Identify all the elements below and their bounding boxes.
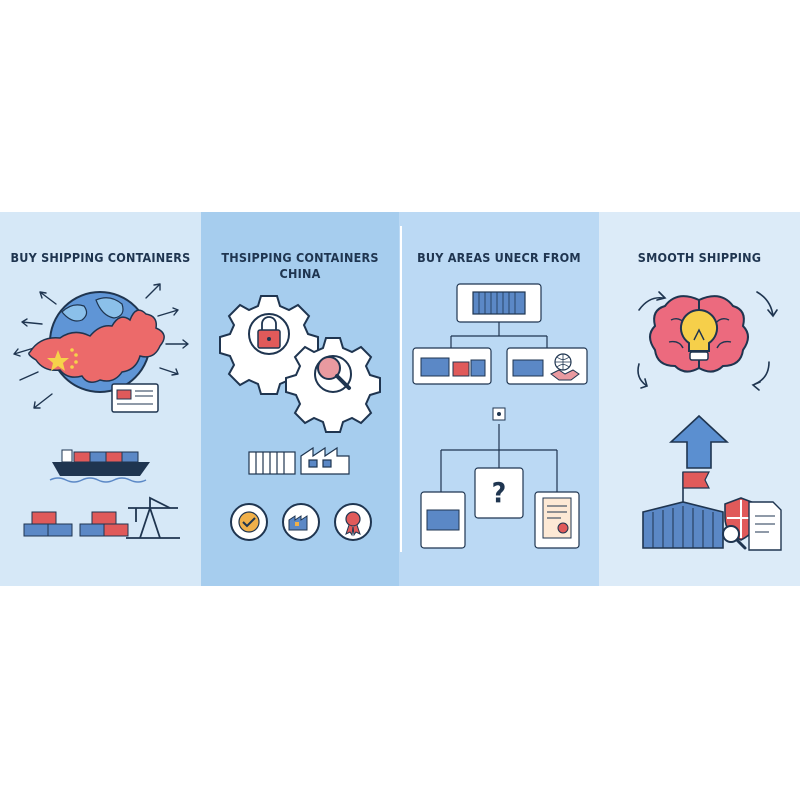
panel-1-illustration (13, 283, 189, 539)
factory-badge-icon (282, 503, 320, 541)
infographic-strip: BUY SHIPPING CONTAINERS (0, 212, 800, 586)
flag-icon (682, 471, 710, 504)
flow-connectors (440, 322, 558, 492)
panel-title: THSIPPING CONTAINERS CHINA (221, 250, 379, 281)
panel-buy-areas: BUY AREAS UNECR FROM (399, 212, 599, 586)
panel-title: BUY SHIPPING CONTAINERS (10, 250, 191, 265)
panel-divider (400, 226, 402, 552)
award-ribbon-icon (334, 503, 372, 541)
checkmark-badge-icon (230, 503, 268, 541)
gear-magnifier-icon (285, 337, 381, 433)
document-icon (748, 501, 782, 551)
panel-2-illustration (219, 295, 381, 541)
question-mark: ? (491, 476, 507, 509)
panel-title: BUY AREAS UNECR FROM (417, 250, 581, 265)
cycle-arrows-icon (637, 291, 778, 391)
panel-3-illustration (412, 283, 588, 549)
container-icon (642, 501, 724, 549)
cargo-ship-icon (49, 449, 150, 483)
gear-lock-icon (219, 295, 319, 395)
radiating-arrows-icon (13, 283, 189, 409)
decision-node (474, 467, 524, 519)
panel-4-illustration (637, 291, 782, 551)
certificate-icon (534, 491, 580, 549)
lightbulb-icon (679, 308, 719, 361)
panel-buy-shipping-containers: BUY SHIPPING CONTAINERS (0, 212, 201, 586)
document-icon (111, 383, 159, 413)
handshake-icon (506, 347, 588, 385)
container-icon (456, 283, 542, 323)
magnifier-icon (722, 525, 747, 550)
panel-title: SMOOTH SHIPPING (637, 250, 762, 265)
port-crane-icon (126, 496, 180, 539)
up-arrow-icon (668, 414, 730, 469)
warehouse-icon (248, 451, 296, 475)
panel-shipping-containers-china: THSIPPING CONTAINERS CHINA (201, 212, 399, 586)
container-stack-icon (23, 511, 129, 537)
factory-icon (300, 446, 350, 475)
container-stack-icon (412, 347, 492, 385)
chinese-flag-icon (47, 348, 78, 371)
panel-smooth-shipping: SMOOTH SHIPPING (599, 212, 800, 586)
container-icon (420, 491, 466, 549)
